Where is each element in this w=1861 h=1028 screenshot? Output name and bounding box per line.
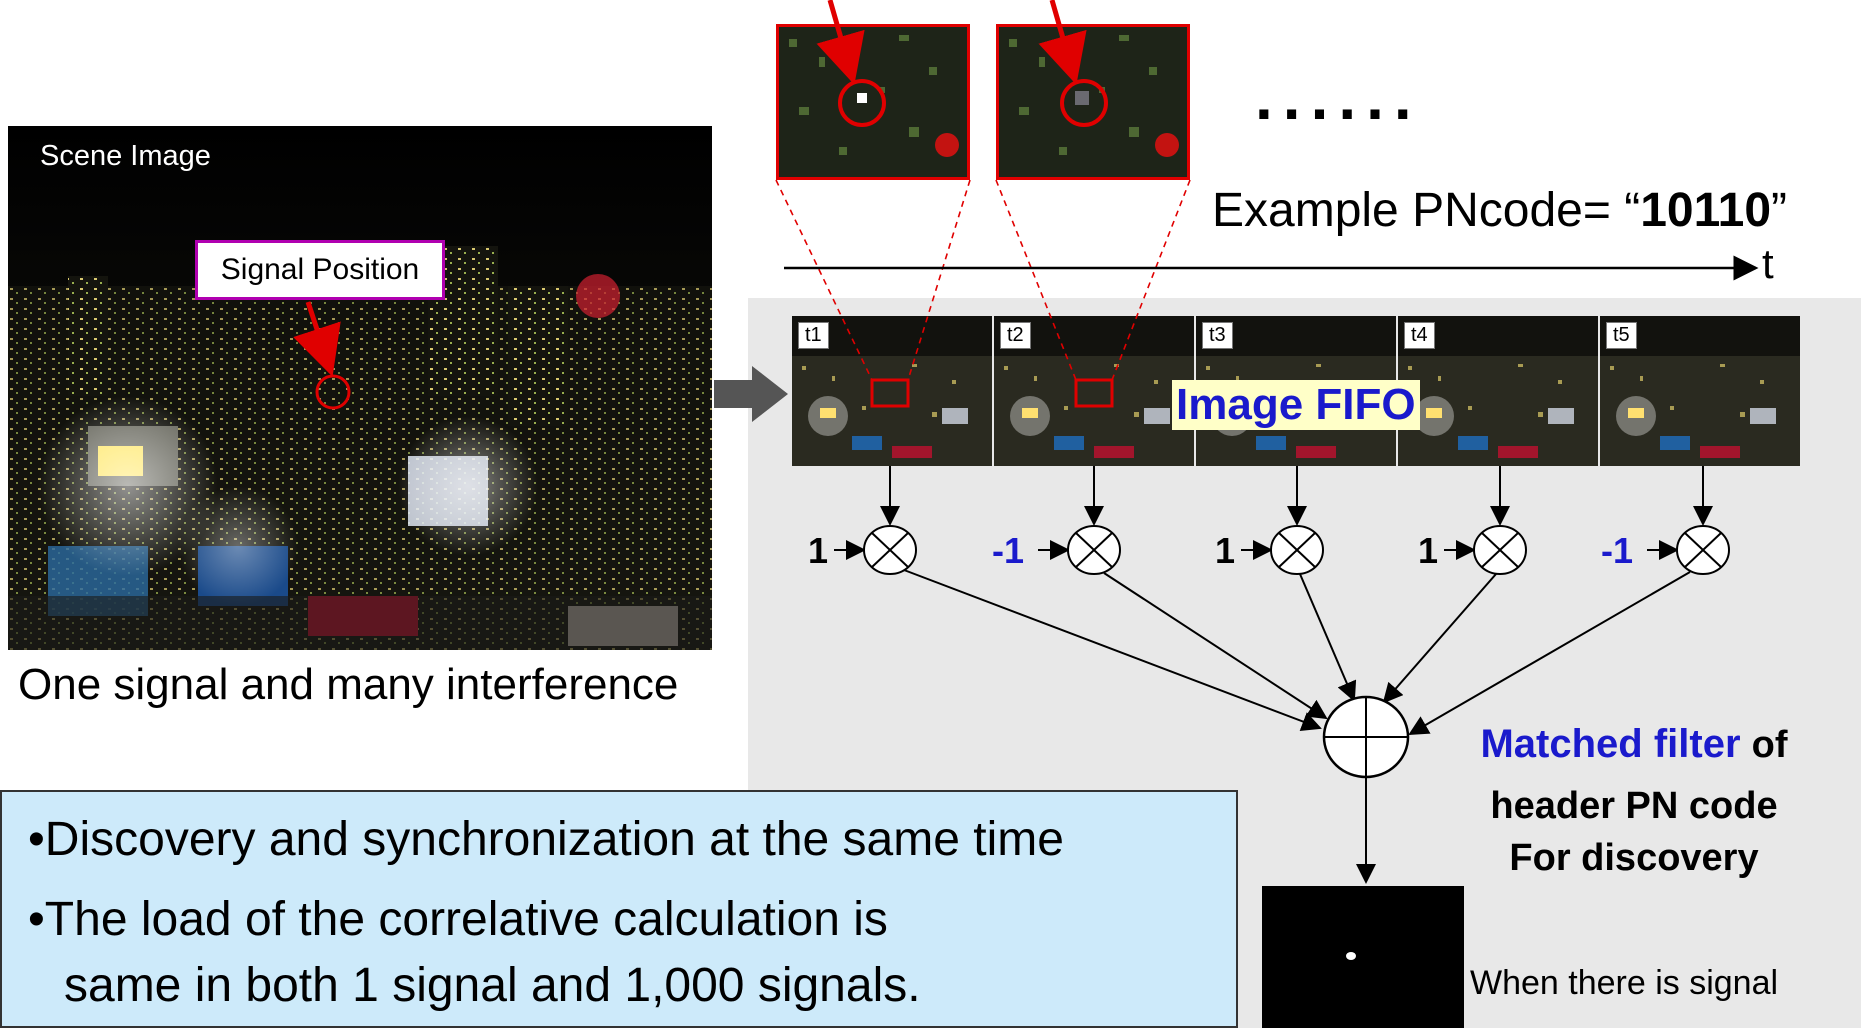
coefficient-3: 1 <box>1215 530 1236 571</box>
coefficient-5: -1 <box>1601 530 1634 571</box>
matched-filter-title: Matched filter of <box>1480 722 1788 766</box>
matched-filter-description: header PN code For discovery <box>1490 785 1778 879</box>
notes-box: •Discovery and synchronization at the sa… <box>0 790 1238 1028</box>
pncode-value: 10110 <box>1640 184 1772 237</box>
fifo-frame-5: t5 <box>1600 316 1800 466</box>
fifo-frame-1: t1 <box>792 316 992 466</box>
note-line-3: same in both 1 signal and 1,000 signals. <box>64 959 921 1012</box>
image-fifo-label: Image FIFO <box>1172 380 1420 430</box>
fifo-frame-2: t2 <box>994 316 1194 466</box>
scene-image <box>8 126 712 650</box>
frame-time-label: t1 <box>798 322 829 349</box>
frame-time-label: t2 <box>1000 322 1031 349</box>
ellipsis: ...... <box>1255 61 1422 133</box>
coefficient-2: -1 <box>992 530 1025 571</box>
coefficient-1: 1 <box>808 530 829 571</box>
coefficient-4: 1 <box>1418 530 1439 571</box>
result-image <box>1262 886 1464 1028</box>
signal-circle <box>315 374 351 410</box>
frame-time-label: t5 <box>1606 322 1637 349</box>
scene-image-label: Scene Image <box>40 140 211 172</box>
zoom-patch-1 <box>776 24 970 180</box>
scene-caption: One signal and many interference <box>18 660 679 709</box>
signal-position-label: Signal Position <box>195 240 445 300</box>
pncode-label: Example PNcode= “10110” <box>1212 184 1788 237</box>
zoom-patch-2 <box>996 24 1190 180</box>
time-axis-label: t <box>1762 240 1774 287</box>
note-line-2: •The load of the correlative calculation… <box>28 893 888 946</box>
frame-time-label: t4 <box>1404 322 1435 349</box>
result-caption: When there is signal <box>1470 964 1779 1002</box>
fifo-frame-4: t4 <box>1398 316 1598 466</box>
frame-time-label: t3 <box>1202 322 1233 349</box>
note-line-1: •Discovery and synchronization at the sa… <box>28 813 1064 866</box>
